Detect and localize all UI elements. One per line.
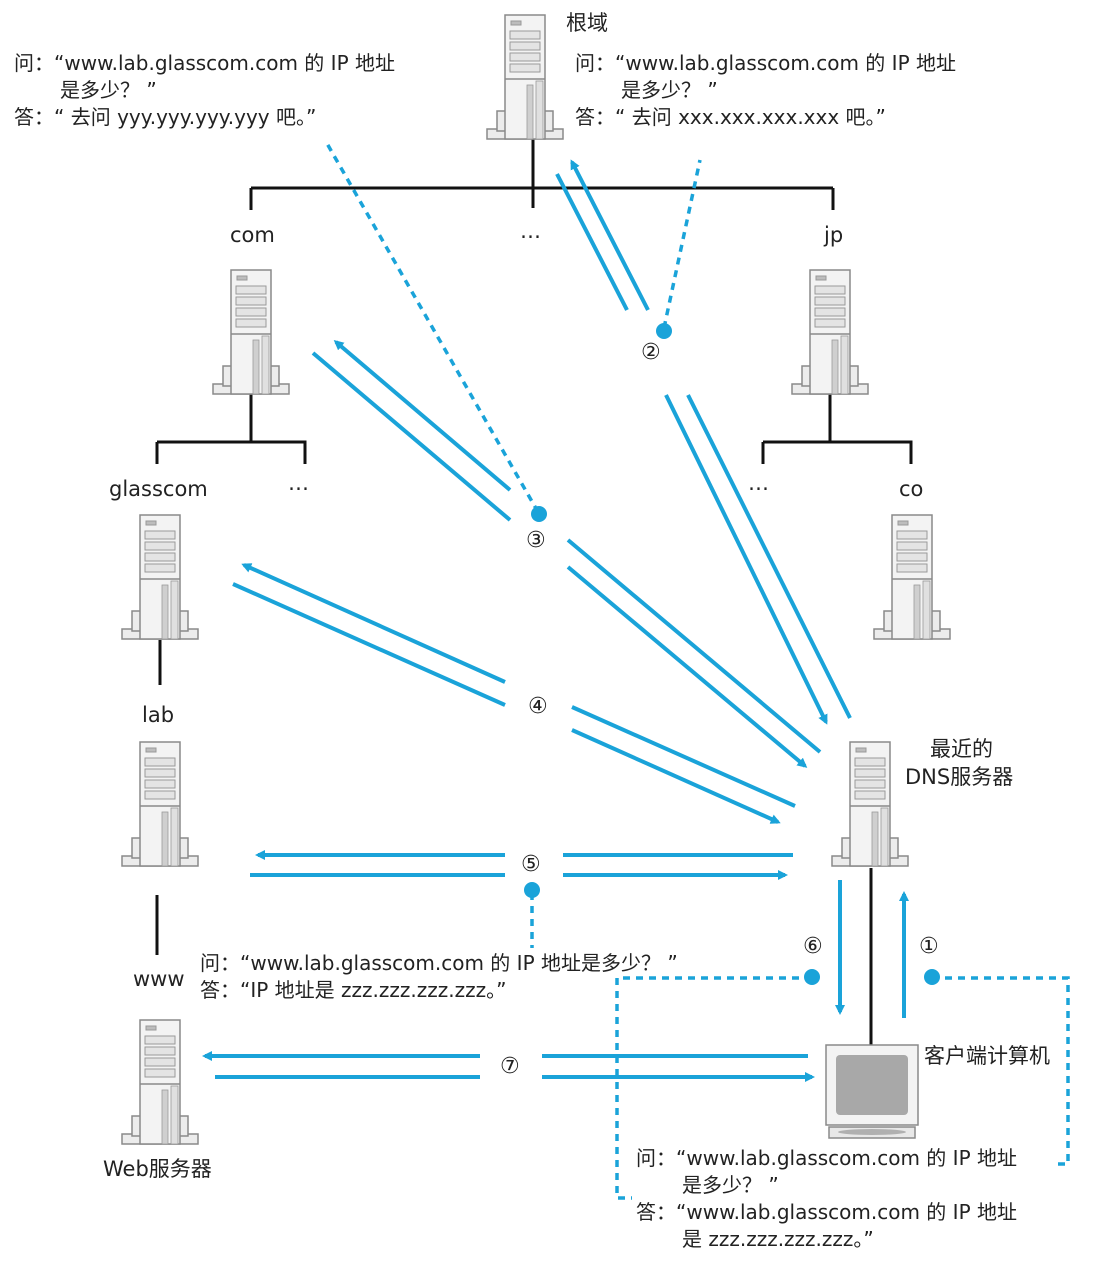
co-label: co [899,477,924,501]
jp-horizontal [761,440,913,464]
step3-arrow-up [333,340,512,492]
step-1-label: ① [919,934,939,959]
step3-dot [531,506,547,522]
root-server-icon [486,14,564,140]
step6-callout-line [615,976,812,1200]
jp-server-icon [791,269,869,395]
step2-callout-line [662,159,702,329]
step3-return-2 [566,538,822,754]
glasscom-label: glasscom [109,477,208,501]
com-qa-dialog: 问：“www.lab.glasscom.com 的 IP 地址 是多少？ ” 答… [14,50,395,131]
step-6-label: ⑥ [803,934,823,959]
step-3-label: ③ [526,528,546,553]
dns-server-icon [831,741,909,867]
step5-dot [524,882,540,898]
com-ellipsis-label: … [288,471,309,495]
client-computer-icon [825,1044,919,1139]
lab-qa-dialog: 问：“www.lab.glasscom.com 的 IP 地址是多少？ ” 答：… [200,950,678,1004]
dns-server-label-line2: DNS服务器 [905,765,1014,789]
callout-connectors [323,139,1070,1200]
step-4-label: ④ [528,694,548,719]
jp-ellipsis-label: … [748,471,769,495]
com-qa-question-line2: 是多少？ ” [60,78,157,102]
com-qa-question-line1: 问：“www.lab.glasscom.com 的 IP 地址 [14,51,395,75]
com-server-icon [212,269,290,395]
step-7-label: ⑦ [500,1054,520,1079]
web-server-icon [121,1019,199,1145]
client-qa-answer-line2: 是 zzz.zzz.zzz.zzz。” [682,1227,874,1251]
glasscom-server-icon [121,514,199,640]
step-2-label: ② [641,340,661,365]
step2-dot [656,323,672,339]
client-qa-dialog: 问：“www.lab.glasscom.com 的 IP 地址 是多少？ ” 答… [636,1145,1017,1253]
web-server-label: Web服务器 [103,1157,212,1181]
step4-return-2 [571,705,796,808]
step4-return [232,582,506,707]
com-qa-answer: 答：“ 去问 yyy.yyy.yyy.yyy 吧。” [14,105,317,129]
root-domain-label: 根域 [566,11,608,35]
query-arrows [202,159,909,1082]
root-qa-question-line1: 问：“www.lab.glasscom.com 的 IP 地址 [575,51,956,75]
lab-qa-question: 问：“www.lab.glasscom.com 的 IP 地址是多少？ ” [200,951,678,975]
step2-return-2 [686,394,852,719]
step6-dot [804,969,820,985]
step3-arrow-down [566,565,808,768]
client-qa-question-line2: 是多少？ ” [682,1173,779,1197]
root-qa-dialog: 问：“www.lab.glasscom.com 的 IP 地址 是多少？ ” 答… [575,50,956,131]
com-horizontal [155,440,307,464]
step-5-label: ⑤ [521,852,541,877]
client-computer-label: 客户端计算机 [924,1044,1050,1068]
lab-server-icon [121,741,199,867]
step2-arrow-down [664,394,828,725]
step3-callout-line [323,139,540,513]
step2-return [555,173,629,311]
root-ellipsis-label: … [520,219,541,243]
client-qa-answer-line1: 答：“www.lab.glasscom.com 的 IP 地址 [636,1200,1017,1224]
lab-label: lab [142,703,175,727]
co-server-icon [873,514,951,640]
domain-tree-lines [155,130,913,1045]
callout-dots [524,323,940,985]
jp-label: jp [824,223,844,247]
step2-arrow-up [570,159,650,311]
root-qa-question-line2: 是多少？ ” [621,78,718,102]
step1-dot [924,969,940,985]
com-label: com [230,223,275,247]
step1-callout-line [932,976,1070,1166]
dns-server-label-line1: 最近的 [930,737,993,761]
client-qa-question-line1: 问：“www.lab.glasscom.com 的 IP 地址 [636,1146,1017,1170]
lab-qa-answer: 答：“IP 地址是 zzz.zzz.zzz.zzz。” [200,978,507,1002]
step3-return [311,351,512,522]
www-label: www [133,967,185,991]
step4-arrow-up [241,563,506,684]
root-qa-answer: 答：“ 去问 xxx.xxx.xxx.xxx 吧。” [575,105,886,129]
step4-arrow-down [571,728,781,824]
